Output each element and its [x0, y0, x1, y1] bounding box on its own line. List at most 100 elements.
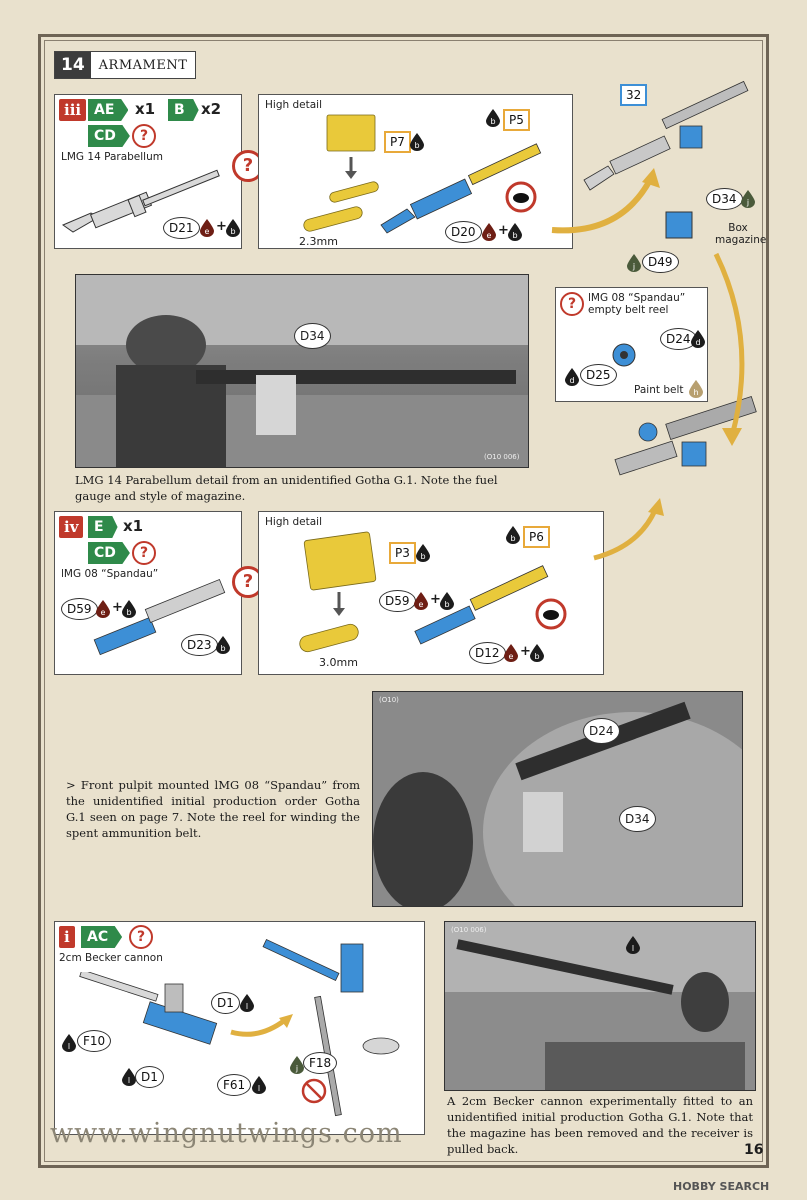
- plus-sign: +: [520, 644, 531, 659]
- part-d23: D23: [181, 634, 218, 656]
- svg-text:b: b: [220, 644, 225, 653]
- lmg14-gun-illustration: [61, 169, 220, 233]
- section-badge-i: i: [59, 926, 75, 948]
- plus-sign: +: [430, 592, 441, 607]
- panel-belt-reel: ? lMG 08 “Spandau” empty belt reel D24 d…: [555, 287, 708, 402]
- step-number: 14: [55, 52, 91, 78]
- svg-text:l: l: [632, 944, 634, 953]
- paint-drop-icon: b: [506, 526, 520, 544]
- svg-text:b: b: [230, 227, 235, 236]
- section-badge-iii: iii: [59, 99, 87, 121]
- paint-drop-icon: b: [216, 636, 230, 654]
- svg-text:b: b: [414, 141, 419, 150]
- photo-code: (O10 006): [451, 926, 487, 934]
- svg-text:h: h: [693, 388, 698, 397]
- photo-spandau-pulpit: (O10) D24 D34: [372, 691, 743, 907]
- panel-spandau: iv E x1 CD ? lMG 08 “Spandau” D59 e + b …: [54, 511, 242, 675]
- qty-b: x2: [201, 100, 222, 118]
- tag-cd: CD: [88, 542, 130, 564]
- paint-drop-icon: e: [96, 600, 110, 618]
- paint-drop-icon: l: [62, 1034, 76, 1052]
- photo-code: (O10 006): [484, 453, 520, 461]
- paint-drop-icon: l: [626, 936, 640, 954]
- plus-sign: +: [216, 219, 227, 234]
- photo-becker-cannon: (O10 006) l: [444, 921, 756, 1091]
- paint-drop-icon: j: [741, 190, 755, 208]
- svg-text:b: b: [444, 600, 449, 609]
- tag-b: B: [168, 99, 199, 121]
- part-d25: D25: [580, 364, 617, 386]
- part-d24: D24: [660, 328, 697, 350]
- svg-text:j: j: [746, 198, 749, 207]
- arrow-icon: [551, 168, 660, 234]
- part-d59: D59: [379, 590, 416, 612]
- svg-text:d: d: [695, 338, 700, 347]
- part-d59: D59: [61, 598, 98, 620]
- box-magazine-illustration: [665, 211, 693, 239]
- spandau-gun-illustration: [93, 579, 226, 656]
- part-p7: P7: [384, 131, 411, 153]
- plus-sign: +: [498, 223, 509, 238]
- part-f18: F18: [303, 1052, 338, 1074]
- photo-lmg14-caption: LMG 14 Parabellum detail from an unident…: [75, 473, 498, 503]
- paint-drop-icon: b: [508, 223, 522, 241]
- svg-text:e: e: [205, 227, 210, 236]
- hobby-search-mark: HOBBY SEARCH: [673, 1180, 770, 1193]
- paint-drop-icon: b: [410, 133, 424, 151]
- paint-drop-icon: l: [252, 1076, 266, 1094]
- paint-drop-icon: d: [691, 330, 705, 348]
- photo-becker-content: [445, 922, 755, 1090]
- question-icon: ?: [129, 925, 153, 949]
- paint-drop-icon: e: [482, 223, 496, 241]
- photo-spandau-caption: > Front pulpit mounted lMG 08 “Spandau” …: [66, 778, 360, 840]
- weapon-name: LMG 14 Parabellum: [61, 151, 163, 163]
- paint-belt-label: Paint belt: [634, 384, 684, 396]
- svg-text:l: l: [128, 1076, 130, 1085]
- svg-text:l: l: [68, 1042, 70, 1051]
- page-frame-inner: [44, 40, 763, 1162]
- panel-spandau-high-detail: High detail P3 b 3.0mm D59 e + b P6 b D1…: [258, 511, 604, 675]
- panel-becker-cannon: i AC ? 2cm Becker cannon D1 l l F10 l D1…: [54, 921, 425, 1135]
- photo-code: (O10): [379, 696, 399, 704]
- callout-d34: D34: [619, 806, 656, 832]
- question-icon: ?: [560, 292, 584, 316]
- paint-drop-icon: j: [627, 254, 641, 272]
- watermark-url: www.wingnutwings.com: [50, 1118, 403, 1149]
- jacket-etch-illustration: [303, 114, 379, 232]
- paint-drop-icon: e: [414, 592, 428, 610]
- paint-drop-icon: e: [200, 219, 214, 237]
- part-d21: D21: [163, 217, 200, 239]
- part-p3: P3: [389, 542, 416, 564]
- part-d12: D12: [469, 642, 506, 664]
- step-header: 14 ARMAMENT: [54, 51, 197, 79]
- part-d1: D1: [135, 1066, 164, 1088]
- assembled-lmg14-illustration: [583, 80, 749, 191]
- high-detail-label: High detail: [265, 516, 322, 528]
- cannon-mount-illustration: [262, 938, 400, 1117]
- paint-drop-icon: e: [504, 644, 518, 662]
- box-magazine-label: Box magazine: [715, 222, 767, 246]
- section-badge-iv: iv: [59, 516, 84, 538]
- dimension-label: 2.3mm: [299, 235, 338, 248]
- svg-text:j: j: [295, 1064, 298, 1073]
- svg-text:b: b: [510, 534, 515, 543]
- paint-drop-icon: b: [122, 600, 136, 618]
- callout-d34: D34: [294, 323, 331, 349]
- tag-e: E: [88, 516, 118, 538]
- tag-ae: AE: [88, 99, 129, 121]
- svg-text:b: b: [512, 231, 517, 240]
- svg-text:b: b: [420, 552, 425, 561]
- becker-cannon-illustration: [79, 972, 218, 1045]
- part-p6: P6: [523, 526, 550, 548]
- paint-drop-icon: d: [565, 368, 579, 386]
- paint-drop-icon: l: [240, 994, 254, 1012]
- photo-becker-caption: A 2cm Becker cannon experimentally fitte…: [447, 1094, 753, 1156]
- arrow-icon: [230, 1014, 293, 1037]
- panel-lmg14: iii AE x1 B x2 CD ? LMG 14 Parabellum D2…: [54, 94, 242, 249]
- paint-drop-icon: h: [689, 380, 703, 398]
- blue-gun-illustration: [380, 143, 542, 234]
- part-d20: D20: [445, 221, 482, 243]
- part-p5: P5: [503, 109, 530, 131]
- question-icon: ?: [132, 541, 156, 565]
- svg-text:b: b: [534, 652, 539, 661]
